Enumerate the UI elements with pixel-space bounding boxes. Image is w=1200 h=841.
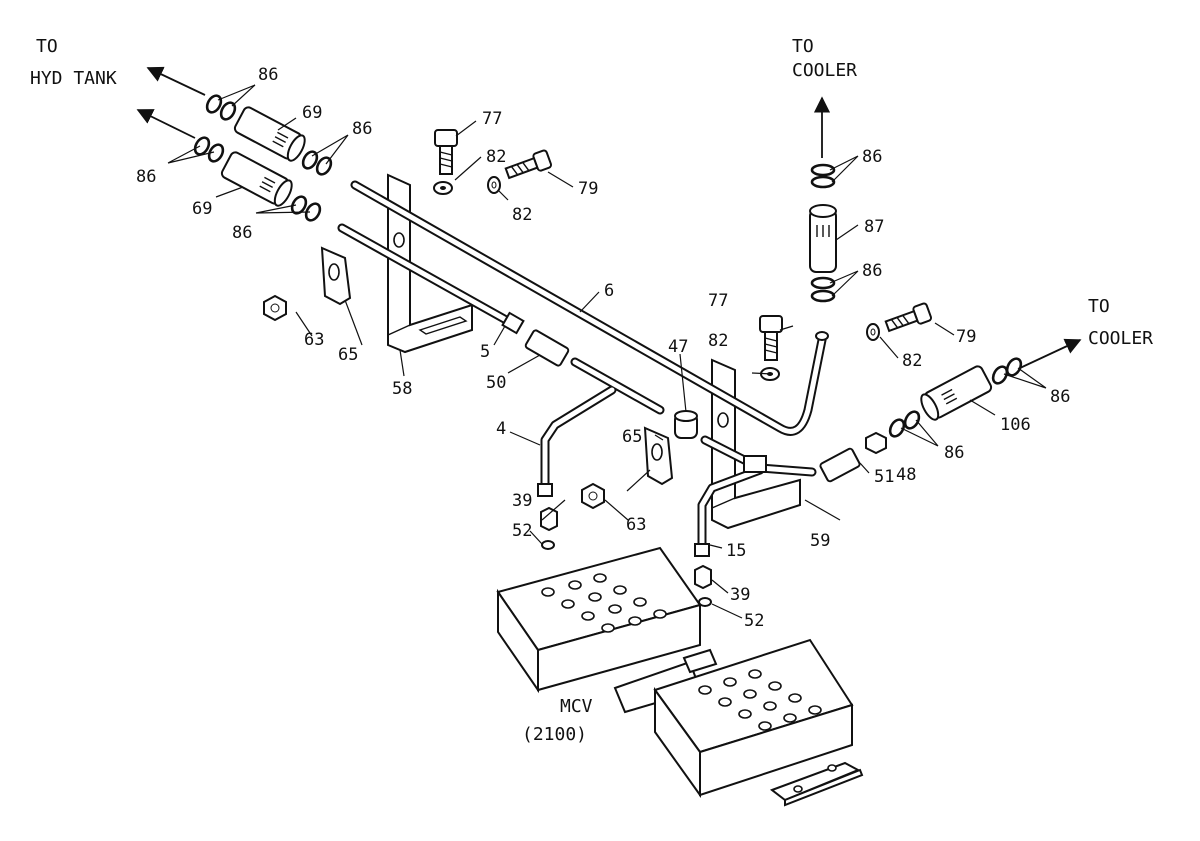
callout-86: 86 [1050, 387, 1070, 407]
o-ring-icon [1005, 357, 1023, 377]
callout-4: 4 [496, 419, 506, 439]
callout-86: 86 [136, 167, 156, 187]
callout-5: 5 [480, 342, 490, 362]
bolt-79-left [504, 149, 553, 180]
callout-86: 86 [944, 443, 964, 463]
callout-47: 47 [668, 337, 688, 357]
o-ring-icon [207, 143, 225, 163]
arrow-to-cooler-right [1019, 338, 1082, 369]
tube-15 [694, 435, 817, 557]
to-hyd-tank-label-line2: HYD TANK [30, 68, 117, 89]
callout-65: 65 [622, 427, 642, 447]
nut-63-right [581, 482, 605, 510]
callout-6: 6 [604, 281, 614, 301]
o-ring-icon [810, 289, 836, 303]
callout-52: 52 [744, 611, 764, 631]
callout-77: 77 [482, 109, 502, 129]
o-ring-icon [810, 163, 836, 177]
o-ring-icon [888, 418, 906, 438]
nut-63-left [263, 294, 287, 322]
callout-77: 77 [708, 291, 728, 311]
annotation-labels: TO HYD TANK TO COOLER TO COOLER MCV (210… [30, 36, 1153, 745]
arrow-to-hyd-tank-upper [146, 66, 206, 96]
o-ring-icon [991, 365, 1009, 385]
callout-86: 86 [352, 119, 372, 139]
to-cooler-right-label-line1: TO [1088, 296, 1110, 317]
hose-106 [920, 365, 993, 421]
callout-51: 51 [874, 467, 894, 487]
hose-69-upper [233, 106, 306, 162]
callout-58: 58 [392, 379, 412, 399]
o-ring-icon [304, 202, 322, 222]
to-hyd-tank-label-line1: TO [36, 36, 58, 57]
callout-87: 87 [864, 217, 884, 237]
mcv-valve-block-rear [653, 638, 864, 807]
callout-86: 86 [862, 147, 882, 167]
seal-52-left [541, 540, 555, 550]
o-ring-icon [810, 276, 836, 290]
callout-86: 86 [258, 65, 278, 85]
to-cooler-top-label-line2: COOLER [792, 60, 857, 81]
clamp-65-right [643, 426, 674, 486]
connector-48 [865, 431, 887, 455]
callout-63: 63 [626, 515, 646, 535]
callout-59: 59 [810, 531, 830, 551]
bolt-77-right [759, 315, 783, 361]
connector-50 [524, 329, 570, 367]
o-ring-icon [205, 94, 223, 114]
o-ring-icon [193, 136, 211, 156]
callout-82: 82 [708, 331, 728, 351]
to-cooler-right-label-line2: COOLER [1088, 328, 1153, 349]
bracket-59 [711, 358, 801, 530]
callout-65: 65 [338, 345, 358, 365]
o-rings [193, 94, 1023, 438]
flow-arrows [136, 66, 1082, 369]
callout-63: 63 [304, 330, 324, 350]
bolt-77-left [434, 129, 458, 175]
callout-39: 39 [512, 491, 532, 511]
o-ring-icon [903, 410, 921, 430]
mcv-label-line2: (2100) [522, 724, 587, 745]
connector-47 [674, 410, 698, 439]
clamp-65-left [320, 246, 352, 306]
mcv-label-line1: MCV [560, 696, 593, 717]
callout-106: 106 [1000, 415, 1031, 435]
fitting-39-left [540, 506, 558, 532]
o-ring-icon [219, 101, 237, 121]
arrow-to-hyd-tank-lower [136, 109, 196, 139]
callout-86: 86 [232, 223, 252, 243]
callout-39: 39 [730, 585, 750, 605]
callout-79: 79 [578, 179, 598, 199]
callout-82: 82 [512, 205, 532, 225]
tube-5 [337, 223, 525, 335]
callout-48: 48 [896, 465, 916, 485]
callout-50: 50 [486, 373, 506, 393]
o-ring-icon [315, 156, 333, 176]
o-ring-icon [810, 175, 836, 189]
callout-69: 69 [192, 199, 212, 219]
bolt-79-right [884, 302, 933, 333]
callout-numbers: 86 86 86 86 86 86 86 86 69 69 77 77 82 8… [136, 65, 1070, 631]
o-ring-icon [301, 150, 319, 170]
mcv-valve-block-front [496, 546, 702, 694]
to-cooler-top-label-line1: TO [792, 36, 814, 57]
hose-69-lower [220, 151, 293, 207]
leader-lines [167, 84, 1047, 619]
callout-15: 15 [726, 541, 746, 561]
connector-51 [819, 447, 861, 483]
callout-79: 79 [956, 327, 976, 347]
fitting-39-right [694, 564, 712, 590]
callout-82: 82 [902, 351, 922, 371]
callout-82: 82 [486, 147, 506, 167]
callout-52: 52 [512, 521, 532, 541]
tube-6 [350, 180, 829, 436]
callout-86: 86 [862, 261, 882, 281]
hose-87 [809, 204, 837, 273]
callout-69: 69 [302, 103, 322, 123]
tube-4 [537, 357, 665, 497]
